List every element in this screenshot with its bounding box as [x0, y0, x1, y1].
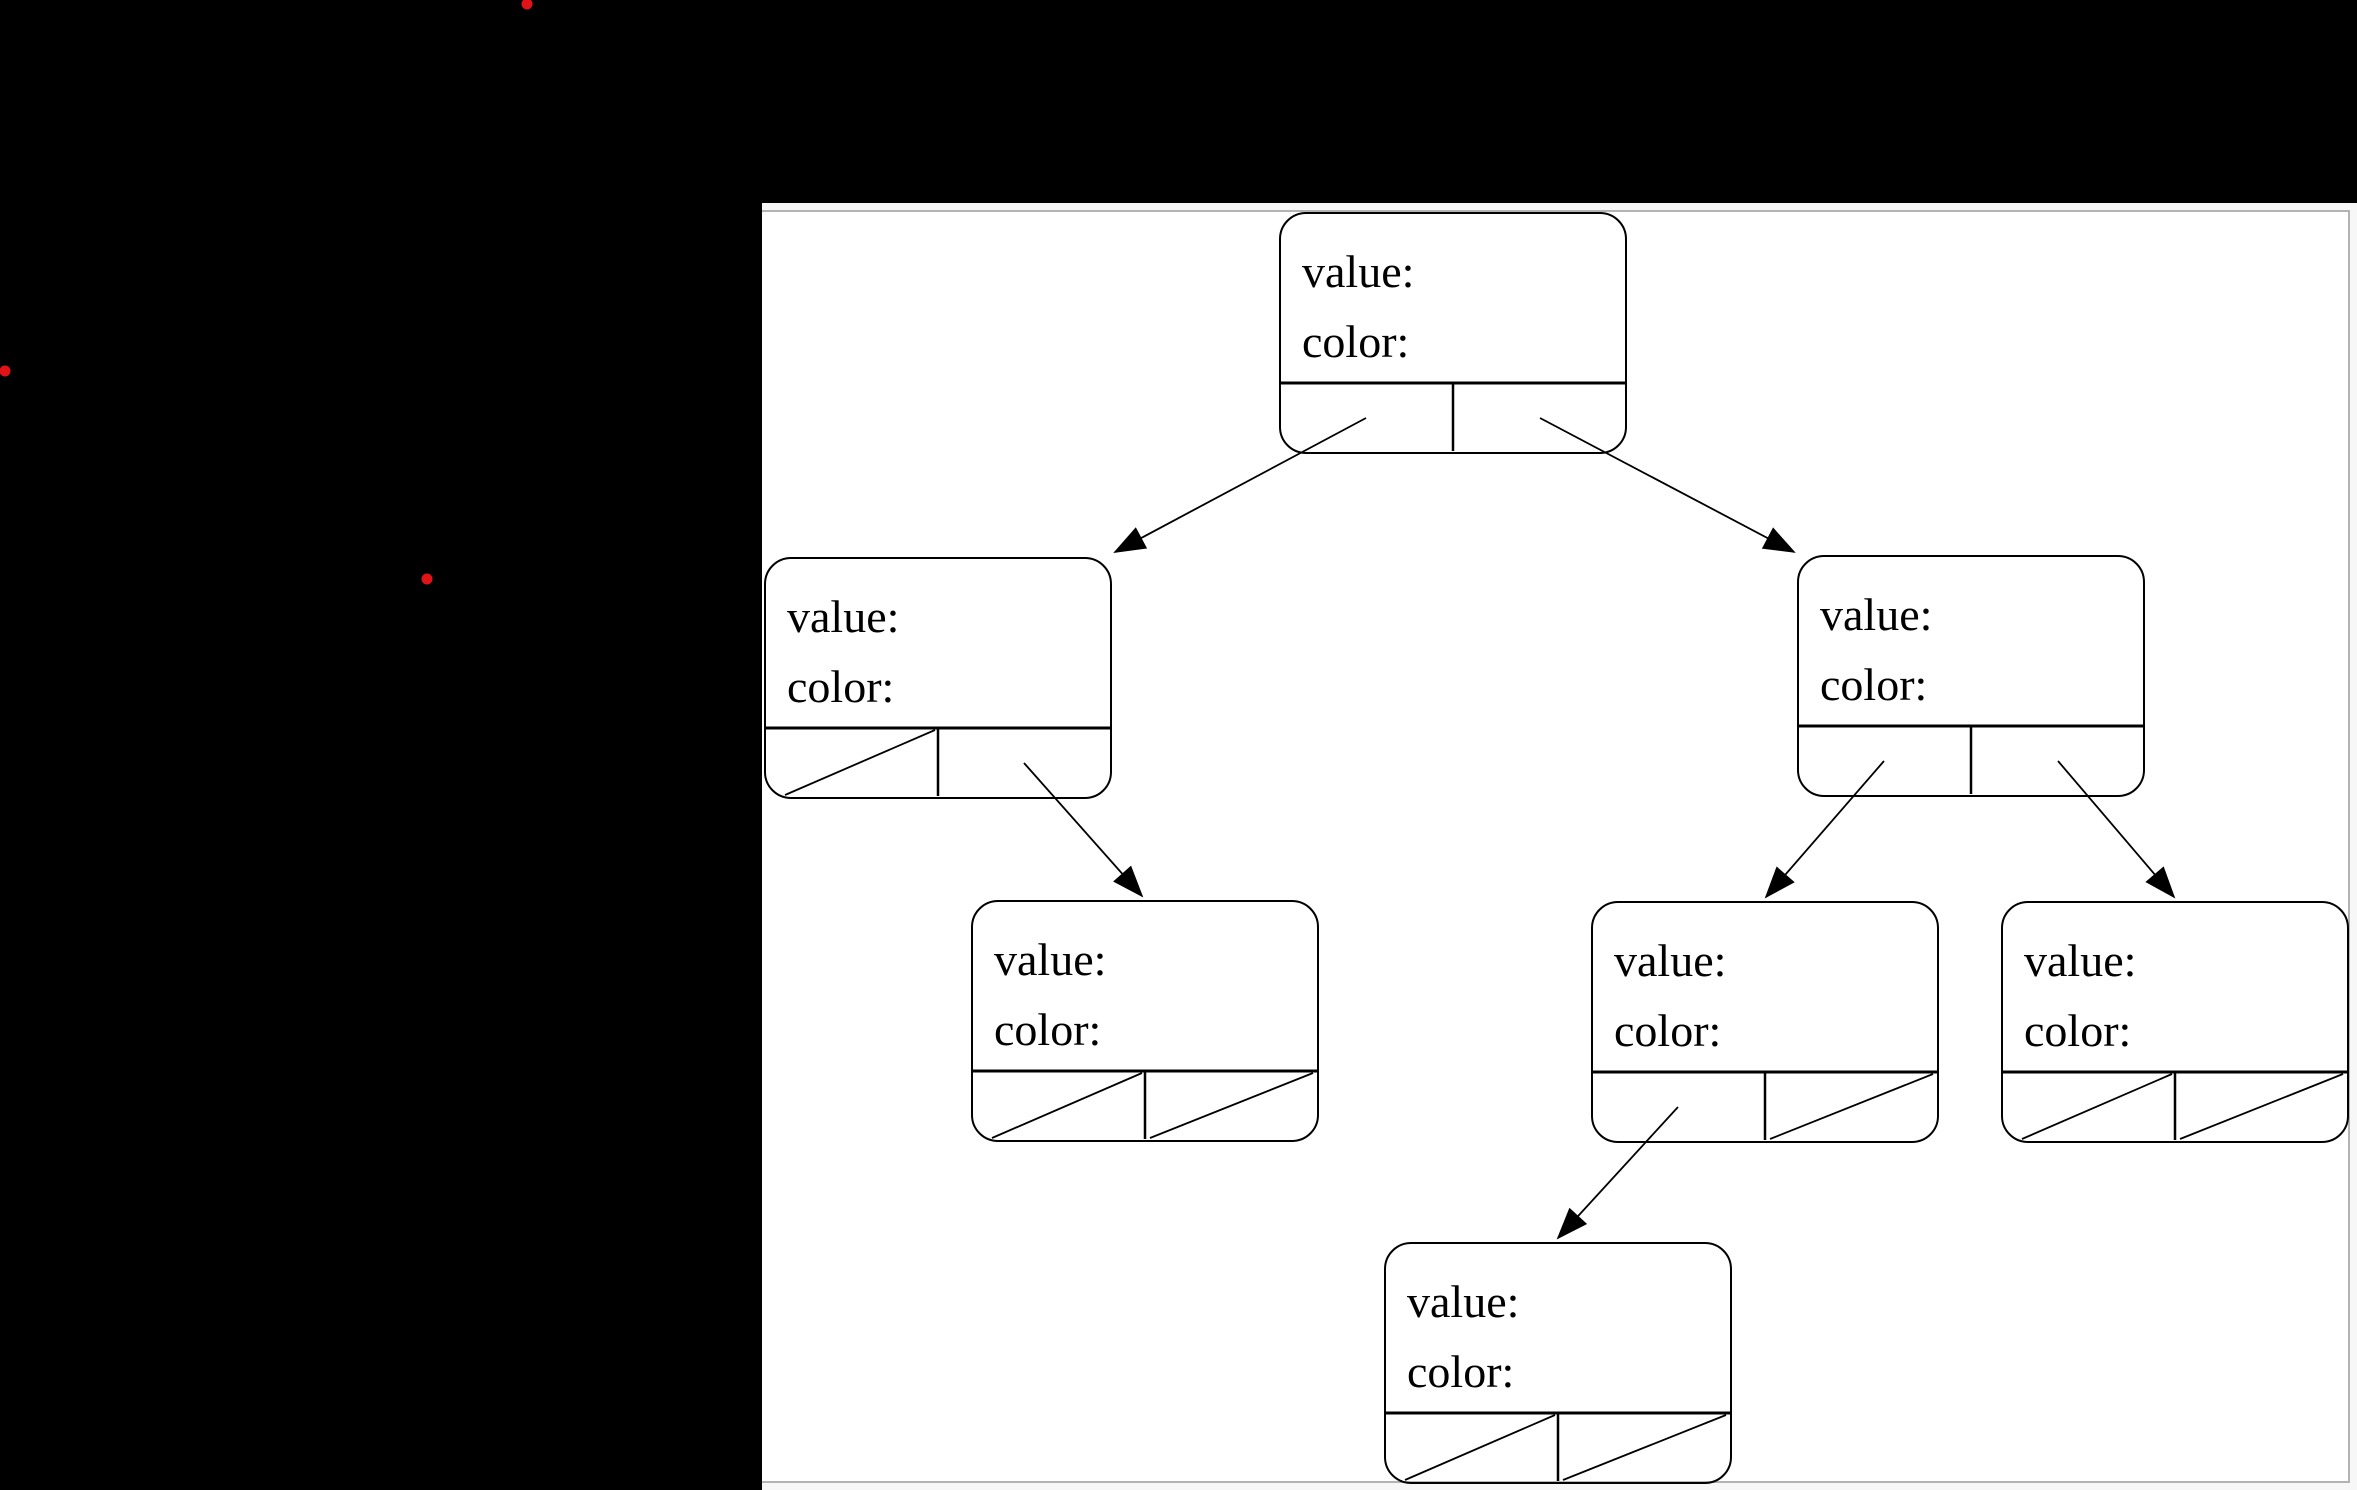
edge-nodeR-right [2057, 760, 2176, 899]
edge-root-left [1113, 417, 1367, 553]
node-border [1797, 555, 2145, 797]
tree-node-RR: value: color: [2001, 901, 2349, 1143]
tree-node-RLL: value: color: [1384, 1242, 1732, 1484]
color-label: color: [1820, 659, 1927, 710]
null-slash-left [2021, 1073, 2173, 1140]
color-label: color: [1614, 1005, 1721, 1056]
edge-root-right [1539, 417, 1796, 553]
color-label: color: [787, 661, 894, 712]
null-slash-left [784, 729, 936, 796]
edge-nodeRL-left [1556, 1106, 1679, 1240]
null-slash-right [1149, 1072, 1314, 1139]
tree-edges [1023, 417, 2176, 1240]
color-label: color: [2024, 1005, 2131, 1056]
red-dot-left [0, 365, 11, 377]
null-slash-left [1404, 1414, 1556, 1481]
color-label: color: [1302, 316, 1409, 367]
value-label: value: [787, 591, 899, 642]
edge-nodeR-left [1764, 760, 1885, 899]
value-label: value: [1407, 1276, 1519, 1327]
null-slash-right [1562, 1414, 1727, 1481]
tree-node-R: value: color: [1797, 555, 2145, 797]
null-slash-right [2179, 1073, 2344, 1140]
node-border [1591, 901, 1939, 1143]
tree-node-L: value: color: [764, 557, 1112, 799]
value-label: value: [994, 934, 1106, 985]
value-label: value: [1302, 246, 1414, 297]
null-slash-right [1769, 1073, 1934, 1140]
node-border [2001, 901, 2349, 1143]
document-viewer [762, 203, 2357, 1490]
color-label: color: [994, 1004, 1101, 1055]
node-border [764, 557, 1112, 799]
value-label: value: [1820, 589, 1932, 640]
tree-node-root: value: color: [1279, 212, 1627, 454]
color-label: color: [1407, 1346, 1514, 1397]
edge-nodeL-right [1023, 762, 1144, 898]
node-border [1279, 212, 1627, 454]
document-page [762, 210, 2350, 1483]
value-label: value: [1614, 935, 1726, 986]
null-slash-left [991, 1072, 1143, 1139]
node-border [971, 900, 1319, 1142]
tree-node-RL: value: color: [1591, 901, 1939, 1143]
node-border [1384, 1242, 1732, 1484]
red-dot-middle [421, 573, 433, 585]
tree-diagram: value: color: value: color: value: color… [764, 212, 2349, 1484]
tree-node-LR: value: color: [971, 900, 1319, 1142]
value-label: value: [2024, 935, 2136, 986]
red-dot-top [521, 0, 533, 10]
